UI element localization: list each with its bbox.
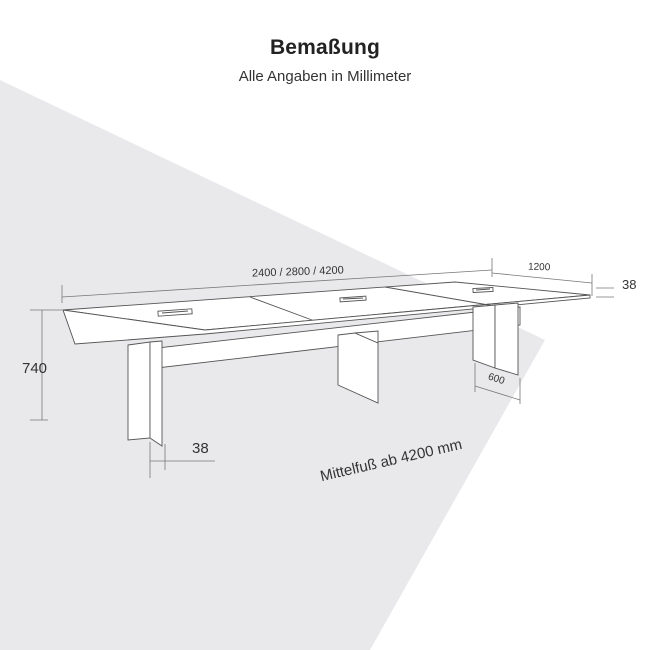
background-shadow — [0, 80, 545, 650]
leg-width-dim-line — [474, 385, 521, 401]
page-title: Bemaßung — [269, 36, 381, 59]
cable-port-slot — [161, 310, 189, 314]
cable-port-slot — [342, 297, 364, 300]
table-outline — [62, 281, 591, 447]
length-dim-line — [61, 269, 493, 298]
header: Bemaßung Alle Angaben in Millimeter — [0, 36, 650, 85]
leg-right-side — [494, 302, 519, 376]
cable-port — [157, 308, 193, 317]
height-label: 740 — [22, 360, 47, 377]
top-seam — [384, 286, 501, 308]
leg-middle — [337, 332, 379, 404]
depth-label: 1200 — [528, 262, 551, 274]
leg-right — [472, 304, 496, 369]
top-thickness-label: 38 — [622, 277, 636, 292]
page-subtitle: Alle Angaben in Millimeter — [238, 68, 412, 85]
leg-left-side — [149, 340, 163, 447]
table-top-edge — [62, 294, 591, 345]
dimension-lines — [30, 258, 614, 478]
cable-port — [472, 287, 494, 293]
leg-thickness-label: 38 — [192, 440, 209, 457]
depth-dim-line — [491, 272, 593, 284]
cable-port-slot — [475, 288, 491, 291]
leg-left — [127, 341, 151, 441]
length-label: 2400 / 2800 / 4200 — [252, 264, 344, 279]
leg-middle-side — [354, 330, 379, 344]
leg-width-label: 600 — [487, 371, 507, 387]
top-seam — [249, 296, 313, 321]
cable-port — [339, 295, 367, 303]
